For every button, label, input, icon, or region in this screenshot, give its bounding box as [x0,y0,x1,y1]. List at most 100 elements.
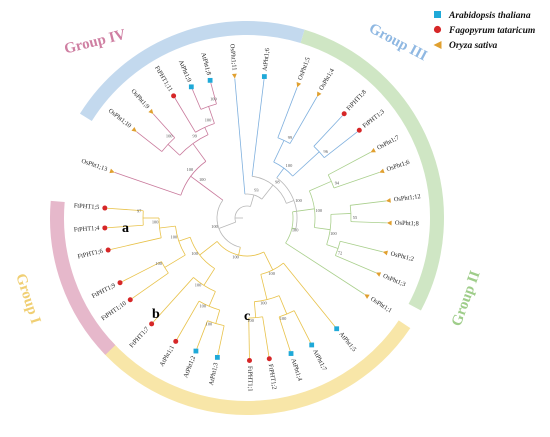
leaf-label: FtPHT1;10 [100,300,128,322]
tree-branch-radial [107,224,144,229]
leaf-marker-circle [341,111,347,117]
tree-branch-radial [263,251,274,271]
leaf-marker-square [188,84,194,90]
leaf-label: OsPht1;11 [228,44,237,71]
tree-branch-arc [234,205,251,223]
tree-branch-arc [198,300,220,311]
group-label-2: Group II [449,269,484,329]
bootstrap-values: 1001001009910010097100100100100100100100… [137,97,358,327]
tree-branch-radial [330,213,351,215]
leaf-marker-square [193,348,199,354]
leaf-marker-circle [171,93,177,99]
bootstrap-value: 100 [295,198,302,203]
leaf-label: FtPHT1;5 [74,202,100,211]
tree-branch-radial [199,241,218,256]
tree-branch-radial [191,88,202,110]
group-bands [50,21,444,415]
bootstrap-value: 98 [275,179,280,184]
tree-branch-arc [279,310,295,318]
leaf-marker-triangle [382,250,388,256]
leaf-marker-triangle [385,197,391,203]
tree-branch-radial [251,78,265,177]
tree-branch-radial [203,268,215,286]
tree-branch-radial [289,96,318,144]
leaf-marker-square [334,326,340,332]
tree-branch-radial [208,106,215,124]
clade-label-b: b [152,307,160,322]
leaf-label: OsPht1;13 [80,158,108,173]
tree-branch-radial [276,167,285,179]
tree-branch-radial [167,144,180,156]
leaf-marker-circle [102,225,108,231]
leaf-marker-triangle [375,272,382,277]
tree-branch-radial [293,310,311,343]
leaf-label: OsPht1;12 [393,193,421,203]
tree-branch-radial [323,131,358,158]
leaf-label: FtPHT1;2 [267,364,278,390]
tree-branch-radial [309,180,332,192]
tree-branch-radial [215,309,221,324]
leaf-label: OsPht1;7 [376,134,401,152]
bootstrap-value: 93 [254,188,259,193]
leaf-label: AtPht1;7 [311,348,328,372]
tree-branch-arc [285,211,294,244]
leaf-marker-circle [356,127,362,133]
leaf-label: FtPHT1;7 [128,325,151,349]
tree-branch-radial [278,316,291,352]
legend-label-arabidopsis: Arabidopsis thaliana [448,11,531,21]
leaf-label: OsPht1;9 [129,88,150,110]
tree-branch-radial [291,227,296,230]
bootstrap-value: 100 [260,300,267,305]
leaf-label: AtPht1;3 [208,362,220,386]
tree-branch-radial [350,200,387,206]
tree-branch-radial [283,262,336,328]
leaf-label: FtPHT1;4 [74,225,101,234]
tree-branch-radial [217,325,225,356]
tree-branch-arc [195,123,215,133]
tree-branch-radial [114,172,181,196]
bootstrap-value: 100 [211,224,218,229]
bootstrap-value: 100 [210,97,217,102]
bootstrap-value: 100 [199,304,206,309]
tree-branch-radial [340,240,383,253]
bootstrap-value: 100 [191,251,198,256]
bootstrap-value: 100 [232,254,239,259]
tree-branch-radial [314,227,331,231]
bootstrap-value: 99 [193,133,198,138]
leaf-label: OsPht1;3 [382,273,407,289]
leaf-label: OsPht1;2 [390,250,415,263]
leaf-label: OsPht1;6 [386,159,411,173]
leaf-marker-circle [246,357,252,363]
tree-branch-radial [196,320,208,349]
tree-branch-arc [216,199,241,248]
bootstrap-value: 100 [315,208,322,213]
leaf-marker-square [214,354,220,360]
tree-branch-radial [328,151,371,176]
leaf-label: FtPHT1;6 [77,248,103,261]
bootstrap-value: 94 [335,180,340,185]
group-label-1: Group I [12,272,43,326]
tree-branch-radial [278,295,288,315]
tree-branches [107,78,387,358]
leaf-marker-square [207,77,213,83]
tree-branch-arc [335,241,341,256]
leaf-marker-square [288,351,294,356]
leaf-label: FtPHT1;3 [361,108,385,129]
tree-branch-radial [153,113,176,139]
leaf-label: OsPht1;1 [369,296,393,315]
leaf-label: OsPht1;8 [395,220,419,228]
tree-branch-arc [276,177,298,230]
bootstrap-value: 55 [353,215,358,220]
legend: Arabidopsis thaliana Fagopyrum tataricum… [433,11,535,51]
tree-branch-radial [190,176,204,187]
tree-branch-radial [292,151,320,177]
leaf-marker-circle [127,297,133,303]
leaf-marker-circle [149,321,155,327]
legend-label-fagopyrum: Fagopyrum tataricum [448,26,535,36]
leaf-marker-circle [102,205,108,211]
tree-branch-radial [262,316,270,357]
leaf-marker-triangle [370,147,376,153]
tree-branch-arc [277,137,291,144]
group-band-3 [79,21,305,122]
